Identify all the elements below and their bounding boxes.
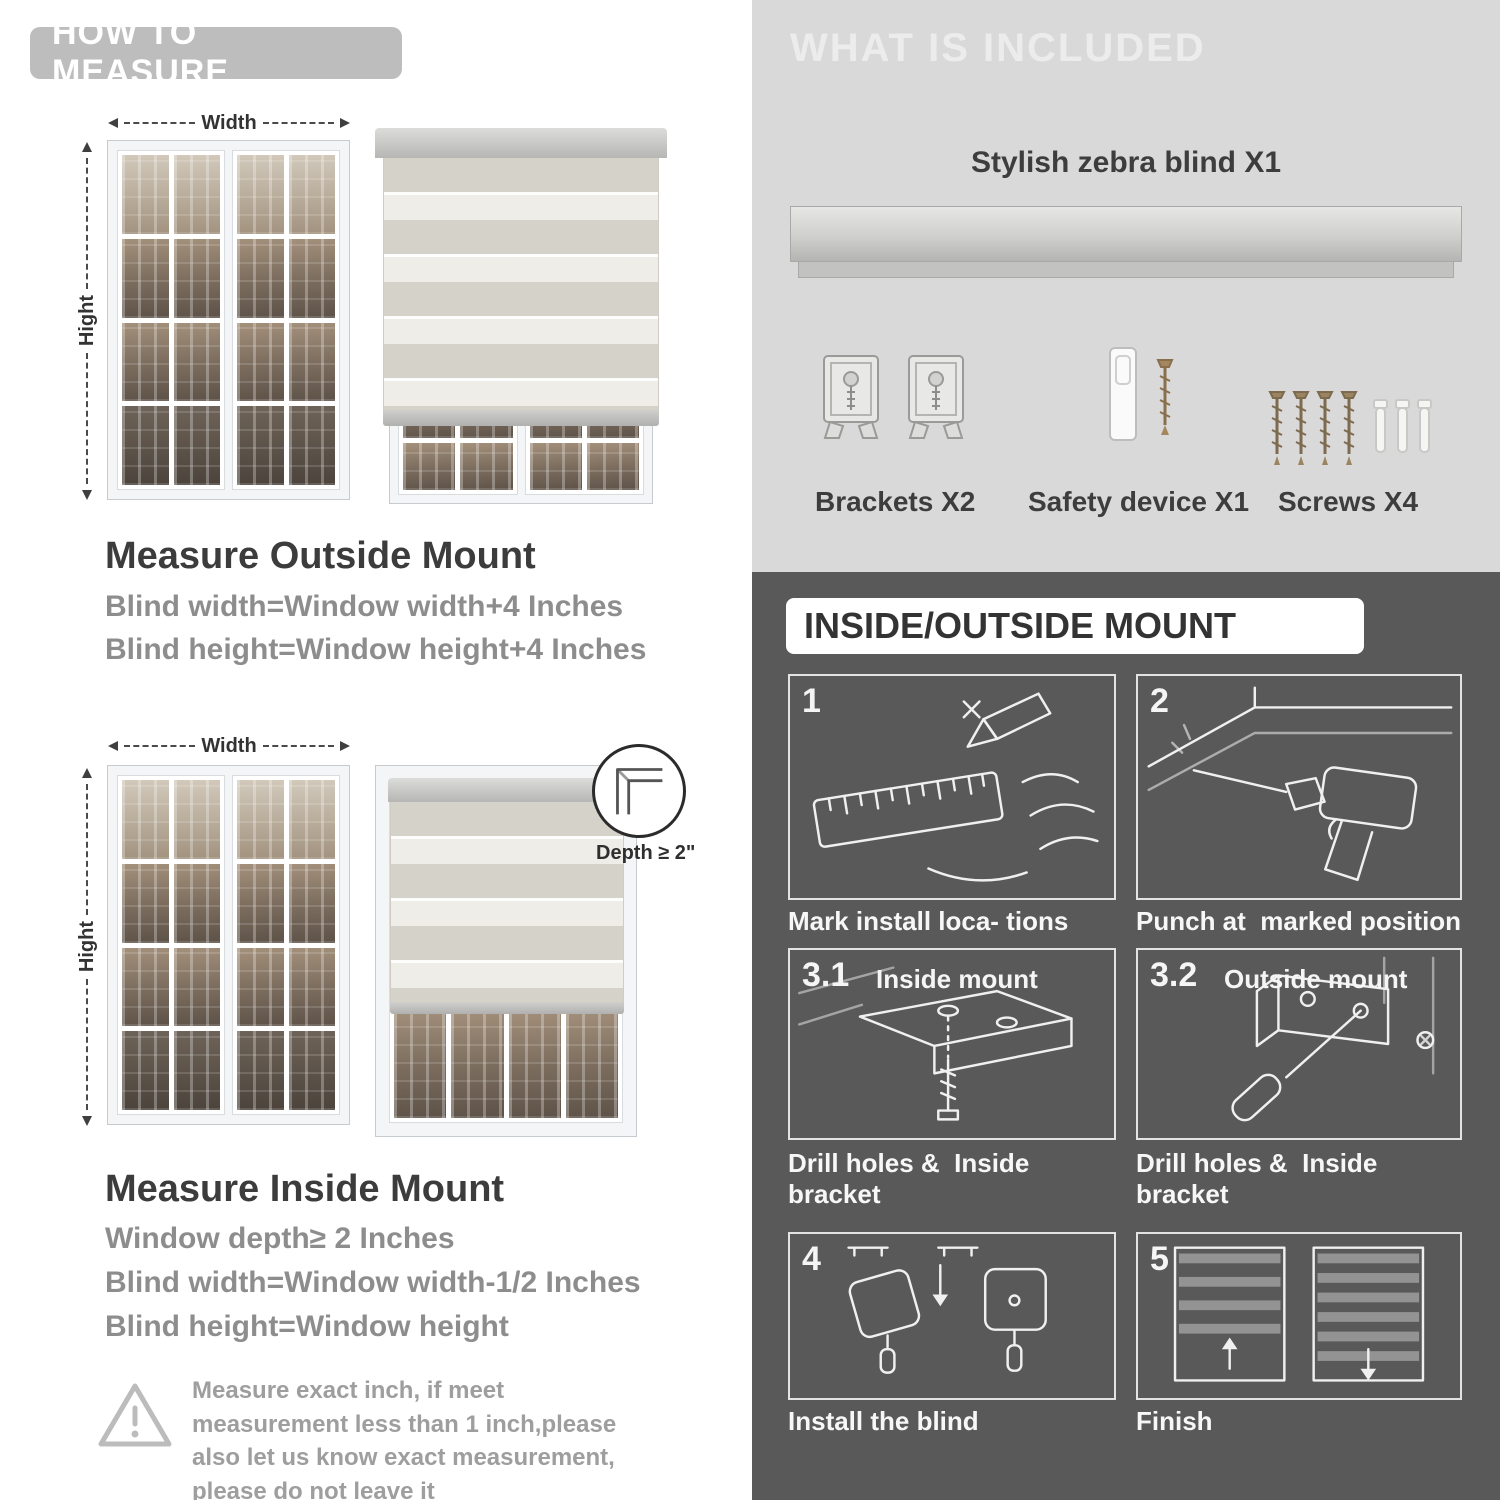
blind-cassette <box>388 778 626 802</box>
dashed-line <box>262 745 335 747</box>
inside-mount-title: Measure Inside Mount <box>105 1168 505 1210</box>
bracket-icon <box>908 355 964 439</box>
blind-fabric <box>383 158 659 410</box>
how-to-measure-title: HOW TO MEASURE <box>52 14 230 91</box>
width-label: Width <box>201 111 257 134</box>
dashed-line <box>86 352 88 484</box>
blind-bottom-rail <box>383 410 659 426</box>
height-label: Hight <box>75 921 98 973</box>
height-label: Hight <box>75 295 98 347</box>
inside-mount-line1: Window depth≥ 2 Inches <box>105 1222 455 1255</box>
dashed-line <box>86 784 88 916</box>
zebra-blind-headrail <box>790 206 1462 262</box>
outside-mount-line1: Blind width=Window width+4 Inches <box>105 590 624 623</box>
dashed-line <box>86 978 88 1110</box>
what-is-included-section <box>752 0 1500 572</box>
step2-illustration <box>1147 686 1453 882</box>
how-to-measure-header: HOW TO MEASURE <box>30 14 402 91</box>
dashed-line <box>124 122 196 124</box>
zebra-blind-headrail-lip <box>798 262 1454 278</box>
step1-illustration <box>812 692 1099 882</box>
window-sash <box>232 150 340 490</box>
mount-instructions-section <box>752 572 1500 1500</box>
step-panel-4: 4 <box>788 1232 1116 1400</box>
inside-width-arrow: Width <box>108 735 350 757</box>
outside-blind-illustration <box>375 128 667 505</box>
step-number: 1 <box>802 682 821 720</box>
safety-device-label: Safety device X1 <box>1028 486 1250 517</box>
inside-mount-line2: Blind width=Window width-1/2 Inches <box>105 1266 641 1299</box>
depth-detail-circle <box>592 744 686 838</box>
outside-mount-title: Measure Outside Mount <box>105 535 536 577</box>
step3-2-illustration <box>1231 956 1435 1122</box>
step-panel-3-1: 3.1 Inside mount <box>788 948 1116 1140</box>
window-sash <box>117 775 225 1115</box>
step-panel-2: 2 <box>1136 674 1462 900</box>
step5-caption: Finish <box>1136 1406 1213 1436</box>
blind-cassette <box>375 128 667 158</box>
step3-1-illustration <box>798 966 1073 1121</box>
measure-warning-text: Measure exact inch, if meet measurement … <box>192 1377 617 1500</box>
step-panel-1: 1 <box>788 674 1116 900</box>
step4-illustration <box>847 1246 1047 1374</box>
step-number: 3.1 <box>802 956 850 994</box>
mount-header-title: INSIDE/OUTSIDE MOUNT <box>804 605 1237 646</box>
step-number: 5 <box>1150 1240 1169 1278</box>
outside-width-arrow: Width <box>108 112 350 134</box>
window-sash <box>232 775 340 1115</box>
outside-height-arrow: Hight <box>76 142 98 500</box>
step-number: 4 <box>802 1240 821 1278</box>
inside-window-illustration <box>107 765 350 1125</box>
step3-2-caption: Drill holes & Inside bracket <box>1136 1148 1385 1209</box>
step-number: 3.2 <box>1150 956 1198 994</box>
window-sash <box>117 150 225 490</box>
inside-blind-illustration <box>375 765 637 1137</box>
step-number: 2 <box>1150 682 1169 720</box>
inside-mount-line3: Blind height=Window height <box>105 1310 509 1343</box>
screws-label: Screws X4 <box>1278 486 1419 517</box>
bracket-icon <box>823 355 879 439</box>
zebra-blind-label: Stylish zebra blind X1 <box>970 146 1282 179</box>
step-sub-label: Outside mount <box>1224 964 1408 994</box>
what-is-included-header: WHAT IS INCLUDED <box>790 26 1206 70</box>
outside-window-illustration <box>107 140 350 500</box>
step1-caption: Mark install loca- tions <box>788 906 1069 936</box>
blind-fabric <box>390 802 624 1002</box>
outside-mount-line2: Blind height=Window height+4 Inches <box>105 633 647 666</box>
dashed-line <box>86 158 88 290</box>
frame-corner-icon <box>616 768 663 815</box>
step-panel-3-2: 3.2 Outside mount <box>1136 948 1462 1140</box>
warning-triangle-icon <box>98 1383 172 1447</box>
dashed-line <box>124 745 196 747</box>
brackets-label: Brackets X2 <box>815 486 976 517</box>
step-panel-5: 5 <box>1136 1232 1462 1400</box>
width-label: Width <box>201 734 257 757</box>
step-sub-label: Inside mount <box>876 964 1038 994</box>
step3-1-caption: Drill holes & Inside bracket <box>788 1148 1037 1209</box>
dashed-line <box>262 122 335 124</box>
mount-header-bar: INSIDE/OUTSIDE MOUNT <box>786 598 1364 654</box>
safety-device-icon <box>1109 347 1174 441</box>
screws-icon <box>1268 391 1432 465</box>
blind-bottom-rail <box>390 1002 624 1014</box>
step5-illustration <box>1173 1246 1425 1382</box>
inside-height-arrow: Hight <box>76 768 98 1126</box>
depth-label: Depth ≥ 2" <box>596 842 696 864</box>
step4-caption: Install the blind <box>788 1406 979 1436</box>
step2-caption: Punch at marked position <box>1136 906 1462 936</box>
